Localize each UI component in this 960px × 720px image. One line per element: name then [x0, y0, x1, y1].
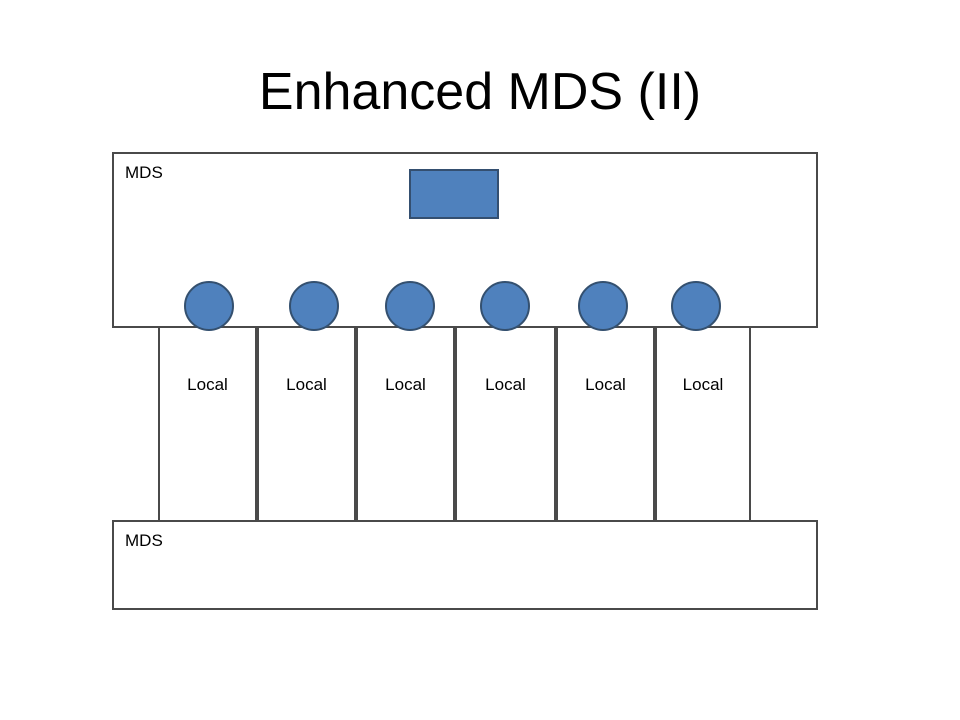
- local-label-5: Local: [585, 375, 626, 394]
- mds-top-box: MDS: [112, 152, 818, 331]
- mds-node-circle-3: [385, 281, 435, 331]
- local-label-6: Local: [682, 375, 724, 394]
- mds-node-circle-4: [480, 281, 530, 331]
- local-column-1: Local: [158, 327, 257, 521]
- mds-top-label: MDS: [125, 163, 163, 182]
- mds-bottom-label: MDS: [125, 531, 163, 550]
- mds-node-circle-1: [184, 281, 234, 331]
- mds-node-circle-2: [289, 281, 339, 331]
- local-label-1: Local: [187, 375, 228, 394]
- local-column-6: Local: [655, 327, 751, 521]
- local-column-5: Local: [556, 327, 655, 521]
- local-label-4: Local: [485, 375, 526, 394]
- slide-title: Enhanced MDS (II): [258, 63, 702, 121]
- local-label-3: Local: [385, 375, 426, 394]
- mds-node-circle-6: [671, 281, 721, 331]
- mds-central-node: [409, 169, 499, 219]
- local-label-2: Local: [286, 375, 327, 394]
- mds-node-circle-5: [578, 281, 628, 331]
- local-column-4: Local: [455, 327, 556, 521]
- local-column-3: Local: [356, 327, 455, 521]
- mds-bottom-box: MDS: [112, 520, 818, 610]
- local-column-2: Local: [257, 327, 356, 521]
